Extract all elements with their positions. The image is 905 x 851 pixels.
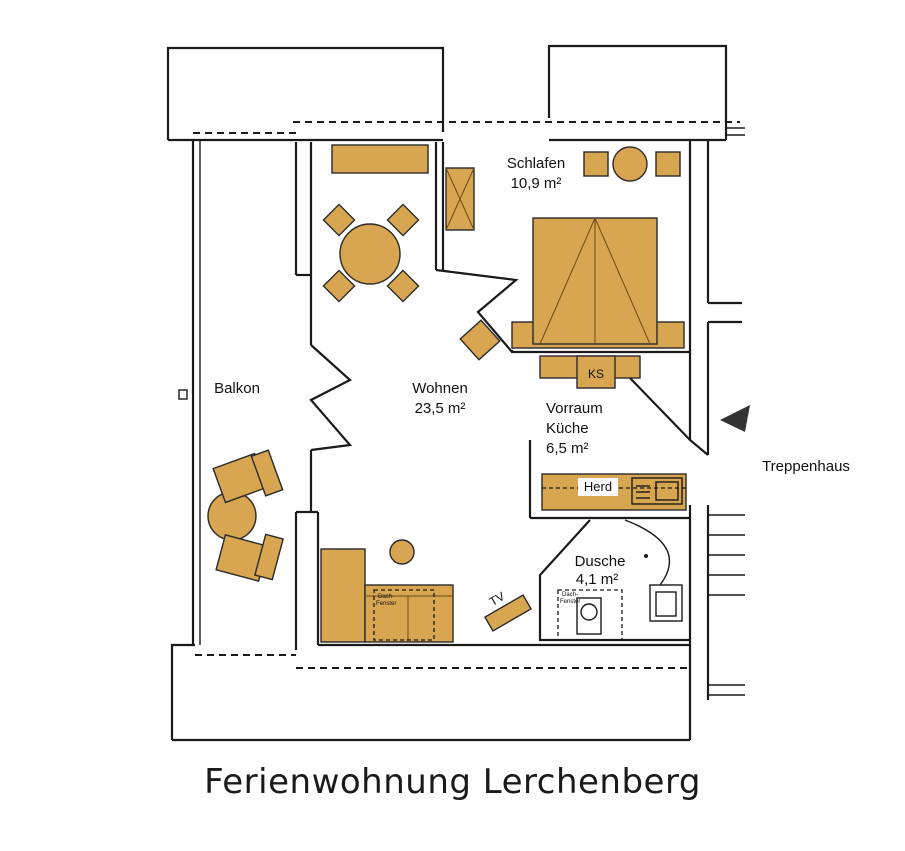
small-table — [612, 146, 648, 182]
dining-chair — [322, 269, 356, 303]
dining-chair — [386, 203, 420, 237]
labels: Schlafen 10,9 m² Wohnen 23,5 m² Vorraum … — [214, 155, 850, 609]
dining-table — [339, 223, 401, 285]
label-herd: Herd — [584, 479, 612, 494]
room-name-treppenhaus: Treppenhaus — [762, 458, 850, 475]
walls — [166, 44, 745, 742]
label-dachfenster-2: Fenster — [376, 601, 396, 607]
side-table — [389, 539, 415, 565]
dining-chair — [386, 269, 420, 303]
sideboard — [331, 144, 429, 174]
furniture — [207, 144, 687, 643]
page-title: Ferienwohnung Lerchenberg — [204, 762, 701, 802]
sink — [631, 477, 683, 505]
armchair — [459, 319, 501, 361]
tv-stand — [483, 594, 533, 632]
room-area-vorraum: 6,5 m² — [546, 440, 589, 457]
room-area-wohnen: 23,5 m² — [415, 400, 466, 417]
label-dachfenster-bad-2: Fenster — [560, 599, 580, 605]
label-dachfenster-bad-1: Dach- — [562, 592, 578, 598]
sofa — [364, 584, 454, 643]
label-ks: KS — [588, 367, 604, 381]
washbasin — [649, 584, 683, 622]
label-tv: TV — [487, 589, 507, 609]
room-name-balkon: Balkon — [214, 380, 260, 397]
stool — [583, 151, 609, 177]
stool — [655, 151, 681, 177]
dining-chair — [322, 203, 356, 237]
room-name-wohnen: Wohnen — [412, 380, 468, 397]
label-dachfenster-1: Dach- — [378, 594, 394, 600]
room-area-schlafen: 10,9 m² — [511, 175, 562, 192]
room-name-schlafen: Schlafen — [507, 155, 565, 172]
room-name-vorraum: Vorraum — [546, 400, 603, 417]
sofa-side — [320, 548, 366, 643]
stair-arrow-icon — [720, 405, 750, 432]
room-name-dusche: Dusche — [575, 553, 626, 570]
toilet — [576, 597, 602, 635]
room-area-dusche: 4,1 m² — [576, 571, 619, 588]
fridge — [576, 355, 616, 389]
room-name-kueche: Küche — [546, 420, 589, 437]
